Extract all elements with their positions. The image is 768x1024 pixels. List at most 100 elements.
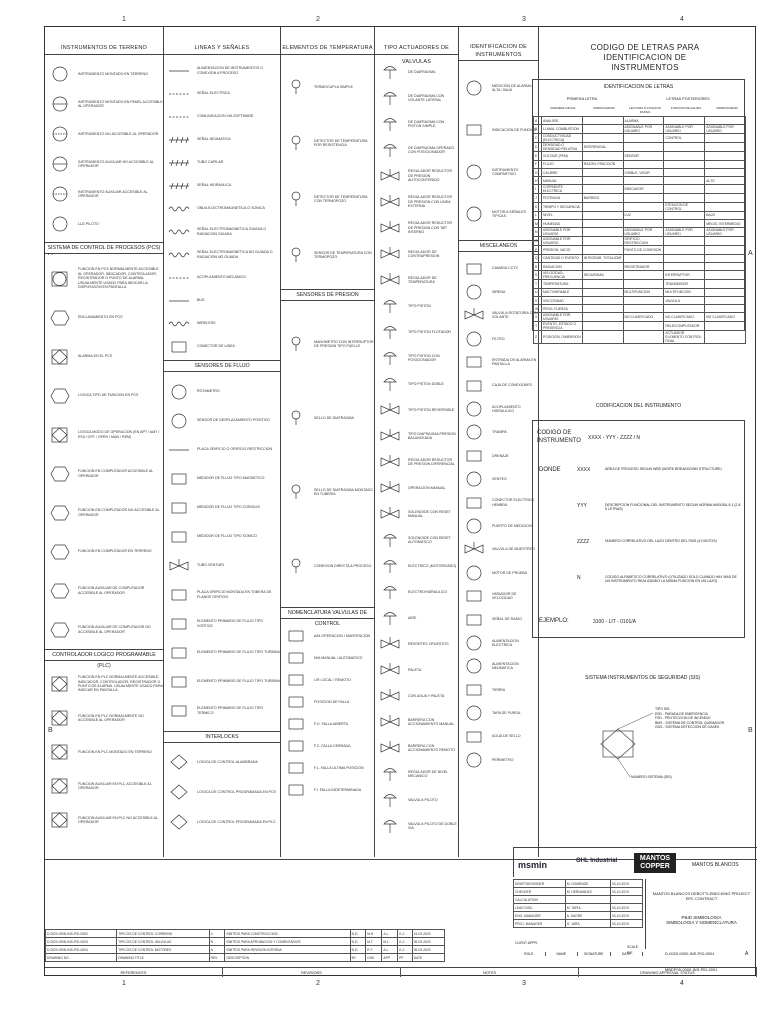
actuador-symbol: [375, 376, 405, 392]
pcs-symbol: [45, 583, 75, 599]
letra-meaning-cell: VISCOSIDAD: [540, 295, 583, 306]
instrumento-symbol: [45, 66, 75, 82]
box-icon: [171, 589, 187, 600]
linea-description: TUBO CAPILAR: [197, 160, 224, 165]
circle-icon: [466, 705, 482, 721]
letra-meaning-cell: SEGURIDAD: [581, 270, 624, 281]
hexagon-icon: [50, 544, 70, 559]
letra-meaning-cell: NO CLASIFICADO: [663, 312, 706, 323]
box-icon: [466, 684, 482, 696]
misc-symbol: [459, 729, 489, 745]
flujo-description: ELEMENTO PRIMARIO DE FLUJO TIPO TERMICO: [197, 706, 264, 715]
actuador-item: DE DIAFRAGMA: [375, 59, 458, 85]
actuador-description: REGULADOR REDUCTOR DE PRESION CON TAP IN…: [408, 221, 453, 235]
linea-symbol: [164, 339, 194, 355]
revision-cell: M.L.: [381, 937, 399, 946]
box-icon: [466, 380, 482, 392]
project-box: MANTOS BLANCOS DEBOTTLENECKING PROJECT E…: [645, 879, 757, 949]
instrumento-symbol: [45, 186, 75, 202]
actuador-item: ELECTRICO (MOTORIZADO): [375, 553, 458, 579]
letra-meaning-cell: [663, 151, 706, 161]
interlock-symbol: [164, 814, 194, 830]
flujo-description: PLACA ORIFICIO O ORIFICIO RESTRICCION: [197, 447, 273, 452]
interlock-item: LOGICA DE CONTROL PROGRAMADA EN PCS: [164, 777, 280, 807]
codigo-label: CODIGO DE INSTRUMENTO: [537, 430, 581, 444]
nomenclatura-description: POSICION DE FALLA: [314, 699, 350, 704]
revision-header-cell: DESCRIPTION: [224, 953, 351, 962]
actuador-symbol: [375, 324, 405, 340]
pcs-item: FUNCION EN COMPUTADOR EN TERRENO: [45, 532, 163, 571]
letra-cell: E: [533, 151, 542, 161]
actuador-item: REGULADOR DE CONTRAPRESION: [375, 241, 458, 267]
revision-header-cell: DRAWING TITLE: [116, 953, 210, 962]
instrumento-symbol: [45, 156, 75, 172]
misc-item: TAPA DE PURGA: [459, 702, 538, 725]
dash-icon: [169, 116, 189, 117]
actuator-icon: [383, 820, 397, 833]
letra-meaning-cell: [622, 330, 665, 345]
misc-description: TIERRA: [492, 687, 506, 692]
actuador-symbol: [375, 116, 405, 132]
header-identificacion: IDENTIFICACION DE INSTRUMENTOS: [459, 41, 538, 61]
ohl-logo: OHL Industrial: [576, 858, 618, 864]
linea-symbol: [164, 224, 194, 240]
misc-description: ACOPLAMIENTO HIDRAULICO: [492, 404, 521, 414]
misc-item: ALIMENTACION ELECTRICA: [459, 631, 538, 654]
letra-meaning-cell: [581, 133, 624, 144]
letra-meaning-cell: NO CLASIFICADO: [622, 312, 665, 323]
letra-meaning-cell: [581, 236, 624, 247]
thermo-icon: [291, 558, 301, 573]
codigo-letras-box: IDENTIFICACION DE LETRAS PRIMERA LETRA L…: [532, 79, 746, 345]
presion-item: SELLO DE DIAFRAGMA: [281, 381, 374, 455]
misc-description: SEÑAL DE RADIO: [492, 617, 523, 622]
box-icon: [466, 590, 482, 602]
letra-cell: W: [533, 304, 542, 314]
letra-meaning-cell: [622, 295, 665, 306]
role-name-cell: [564, 895, 611, 904]
linea-item: SEÑAL HIDRAULICA: [164, 174, 280, 197]
pcs-symbol: [45, 349, 75, 365]
misc-description: ALIMENTACION NEUMATICA: [492, 662, 519, 671]
letra-meaning-cell: [581, 312, 624, 323]
valve-icon: [380, 663, 400, 675]
valve-icon: [380, 741, 400, 753]
actuador-item: TIPO PISTON FLOTADOR: [375, 319, 458, 345]
drawing-title-2: SIMBOLOGIA Y NOMENCLATURA: [666, 920, 737, 925]
flujo-description: ELEMENTO PRIMARIO DE FLUJO TIPO TURBINA: [197, 679, 280, 684]
actuador-description: TIPO PISTON FLOTADOR: [408, 329, 451, 334]
actuador-symbol: [375, 714, 405, 730]
valve-icon: [380, 403, 400, 415]
actuador-symbol: [375, 688, 405, 704]
actuador-item: OPERACION MANUAL: [375, 475, 458, 501]
letra-meaning-cell: CONDUCTIVIDAD (ELECTRICA): [540, 133, 583, 144]
flujo-symbol: [164, 703, 194, 719]
letra-cell: D: [533, 142, 542, 153]
sign-header: DATE: [611, 952, 643, 956]
actuador-item: CON AGUA Y PALETA: [375, 683, 458, 709]
letra-cell: T: [533, 279, 542, 289]
letra-meaning-cell: VALVULA: [663, 295, 706, 306]
misc-item: TIERRA: [459, 678, 538, 701]
misc-item: TRAMPA: [459, 421, 538, 444]
letra-meaning-cell: [663, 304, 706, 314]
actuador-symbol: [375, 220, 405, 236]
actuador-item: TIPO DIAFRAGMA PRESION BALANCEADA: [375, 423, 458, 449]
identificacion-item: INDICACION DE FUNCION: [459, 109, 538, 151]
letra-meaning-cell: [704, 261, 746, 272]
letra-meaning-cell: CALIBRE: [540, 167, 583, 178]
line-icon: [169, 300, 189, 301]
actuador-description: TIPO DIAFRAGMA PRESION BALANCEADA: [408, 431, 456, 440]
instrumento-symbol: [45, 126, 75, 142]
flujo-item: ELEMENTO PRIMARIO DE FLUJO TIPO VORTICE: [164, 609, 280, 638]
misc-symbol: [459, 424, 489, 440]
letra-meaning-cell: [622, 142, 665, 153]
linea-description: ACOPLAMIENTO MECANICO: [197, 275, 246, 280]
presion-description: SELLO DE DIAFRAGMA MONTADO EN TUBERIA: [314, 487, 373, 496]
misc-symbol: [459, 658, 489, 674]
